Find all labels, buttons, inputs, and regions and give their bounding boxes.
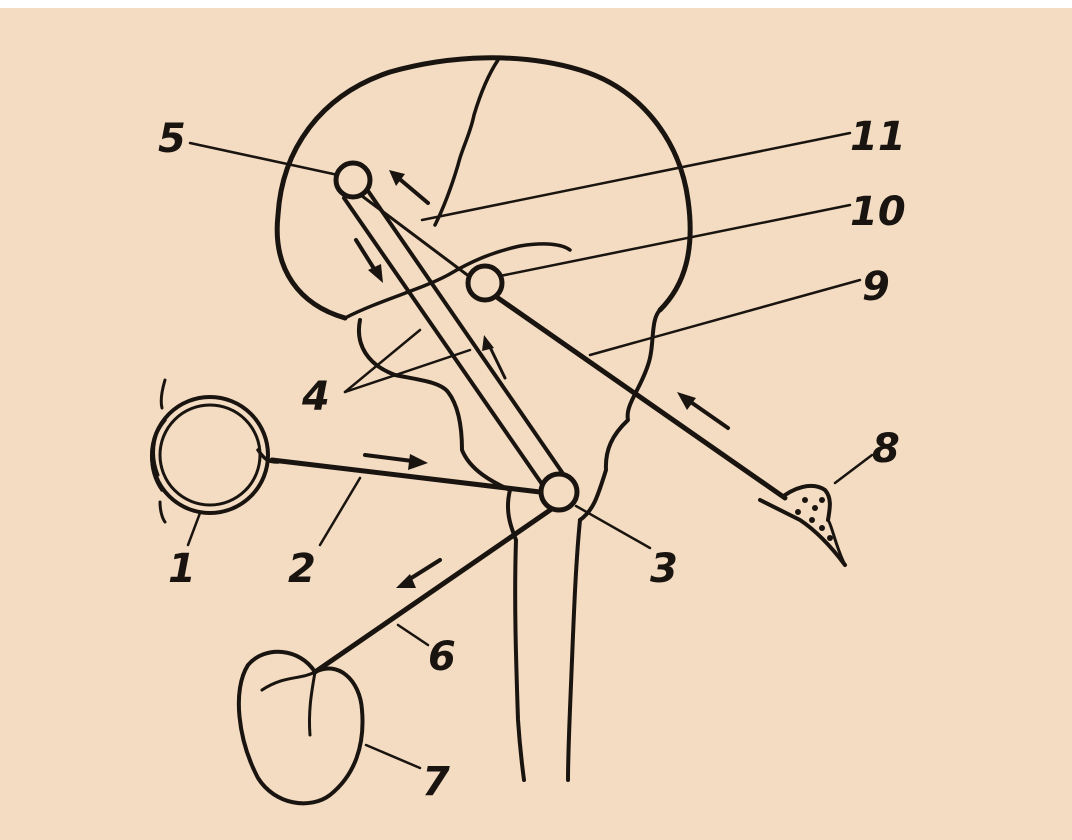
label-11: 11: [850, 114, 906, 160]
label-3: 3: [650, 546, 678, 592]
label-5: 5: [158, 116, 186, 162]
center-10: [468, 266, 502, 300]
paper-border-shadow: [0, 0, 1072, 8]
label-1: 1: [168, 546, 196, 592]
label-4: 4: [301, 374, 330, 420]
label-10: 10: [850, 189, 906, 235]
center-3: [541, 474, 577, 510]
label-9: 9: [862, 264, 890, 310]
label-7: 7: [422, 759, 450, 805]
label-2: 2: [288, 546, 316, 592]
label-6: 6: [428, 634, 456, 680]
center-5: [336, 163, 370, 197]
label-8: 8: [872, 426, 900, 472]
